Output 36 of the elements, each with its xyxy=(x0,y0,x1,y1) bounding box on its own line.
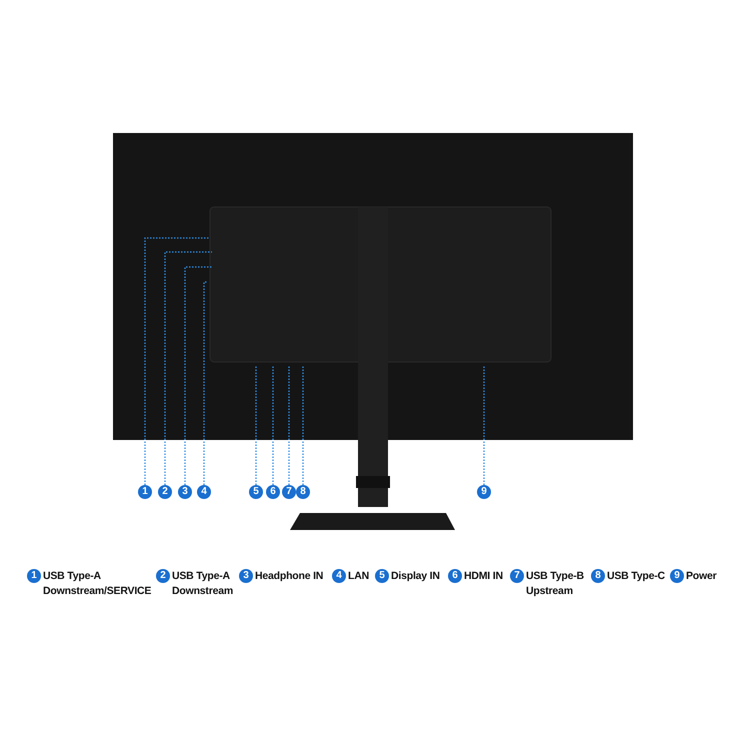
callout-number: 3 xyxy=(178,485,192,499)
callout-number: 8 xyxy=(296,485,310,499)
leader-line xyxy=(144,237,210,485)
callout-number: 6 xyxy=(266,485,280,499)
port-label: HDMI IN xyxy=(464,569,504,584)
callout-number: 9 xyxy=(670,569,684,583)
leader-line xyxy=(164,251,212,485)
leader-line xyxy=(255,366,257,485)
leader-line xyxy=(203,281,208,485)
port-label: USB Type-C xyxy=(607,569,666,584)
callout-number: 5 xyxy=(249,485,263,499)
port-label: USB Type-A Downstream xyxy=(172,569,234,599)
callout-number: 5 xyxy=(375,569,389,583)
port-label: Power xyxy=(686,569,718,584)
leader-line xyxy=(184,266,212,485)
port-label: Display IN xyxy=(391,569,441,584)
callout-number: 2 xyxy=(156,569,170,583)
callout-number: 9 xyxy=(477,485,491,499)
callout-number: 4 xyxy=(197,485,211,499)
callout-number: 2 xyxy=(158,485,172,499)
callout-number: 6 xyxy=(448,569,462,583)
callout-number: 4 xyxy=(332,569,346,583)
port-label: Headphone IN xyxy=(255,569,324,584)
port-label: LAN xyxy=(348,569,370,584)
callout-number: 8 xyxy=(591,569,605,583)
callout-number: 1 xyxy=(27,569,41,583)
port-label: USB Type-A Downstream/SERVICE xyxy=(43,569,152,599)
leader-line xyxy=(483,366,485,485)
leader-line xyxy=(272,366,274,485)
callout-number: 3 xyxy=(239,569,253,583)
port-label: USB Type-B Upstream xyxy=(526,569,585,599)
callout-number: 7 xyxy=(510,569,524,583)
leader-line xyxy=(288,366,290,485)
callout-number: 1 xyxy=(138,485,152,499)
leader-line xyxy=(302,366,304,485)
callout-number: 7 xyxy=(282,485,296,499)
